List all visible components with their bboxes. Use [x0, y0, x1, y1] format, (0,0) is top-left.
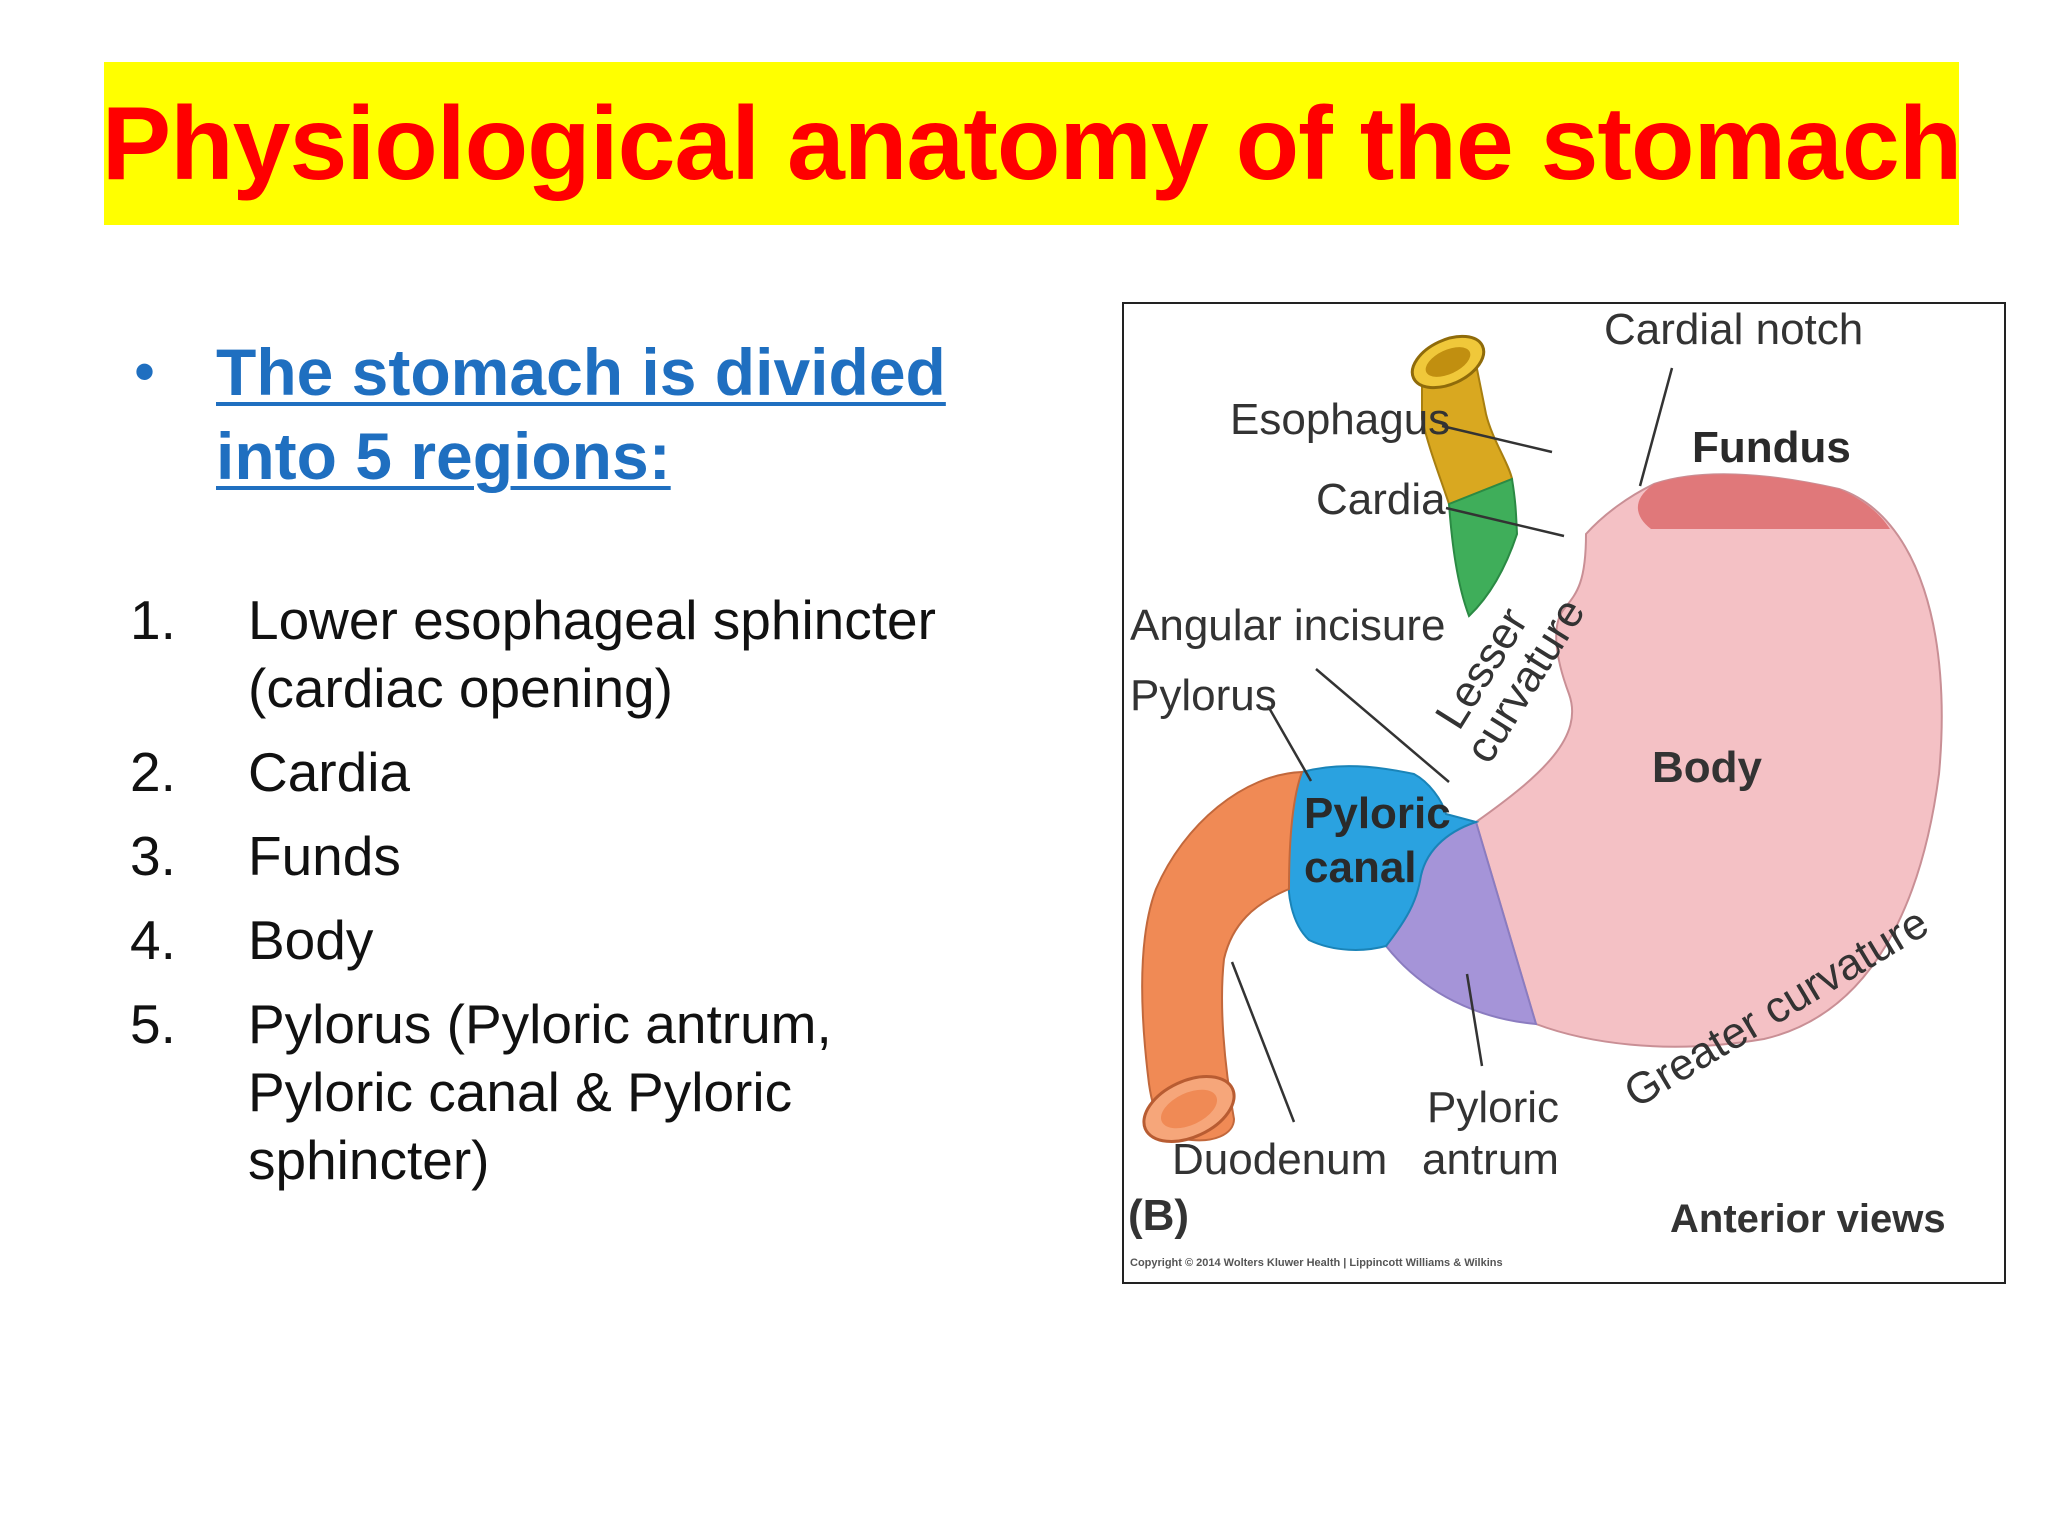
- bullet-text: The stomach is divided into 5 regions:: [216, 330, 946, 498]
- leader-duodenum: [1230, 961, 1296, 1123]
- title-banner: Physiological anatomy of the stomach: [101, 62, 1963, 225]
- region-item: 2. Cardia: [130, 738, 1030, 806]
- bullet-text-line: into 5 regions:: [216, 419, 671, 493]
- slide-title: Physiological anatomy of the stomach: [101, 85, 1963, 202]
- label-cardial-notch: Cardial notch: [1604, 305, 1863, 354]
- region-label: Lower esophageal sphincter (cardiac open…: [248, 586, 1030, 722]
- region-label-line: Pylorus (Pyloric antrum,: [248, 993, 832, 1055]
- region-label-line: sphincter): [248, 1129, 490, 1191]
- region-label: Cardia: [248, 741, 411, 803]
- label-anterior-views: Anterior views: [1670, 1197, 1946, 1241]
- leader-cardial-notch: [1638, 367, 1674, 487]
- region-label: Pylorus (Pyloric antrum, Pyloric canal &…: [248, 990, 1030, 1194]
- region-label-line: Lower esophageal sphincter: [248, 589, 936, 651]
- region-label-line: Pyloric canal & Pyloric: [248, 1061, 793, 1123]
- label-fundus: Fundus: [1692, 423, 1851, 472]
- label-duodenum: Duodenum: [1172, 1135, 1387, 1184]
- duodenum-region: [1141, 770, 1304, 1142]
- duodenum-lumen: [1160, 1089, 1218, 1129]
- leader-esophagus: [1441, 424, 1553, 454]
- region-item: 3. Funds: [130, 822, 1030, 890]
- stomach-figure: Cardial notch Esophagus Cardia Fundus An…: [1122, 302, 2006, 1284]
- body-region: [1474, 473, 1943, 1048]
- region-label: Body: [248, 909, 374, 971]
- bullet-text-line: The stomach is divided: [216, 335, 946, 409]
- label-pyloric-antrum-line2: antrum: [1422, 1135, 1559, 1184]
- region-item: 1. Lower esophageal sphincter (cardiac o…: [130, 586, 1030, 722]
- label-pyloric-canal-line1: Pyloric: [1304, 789, 1451, 838]
- region-list: 1. Lower esophageal sphincter (cardiac o…: [130, 586, 1030, 1210]
- stomach-diagram: Cardial notch Esophagus Cardia Fundus An…: [1128, 305, 1946, 1269]
- label-panel: (B): [1128, 1191, 1189, 1240]
- region-label-line: (cardiac opening): [248, 657, 673, 719]
- region-label: Funds: [248, 825, 401, 887]
- region-item: 5. Pylorus (Pyloric antrum, Pyloric cana…: [130, 990, 1030, 1194]
- region-number: 4.: [130, 909, 176, 971]
- region-item: 4. Body: [130, 906, 1030, 974]
- leader-pylorus: [1266, 705, 1313, 782]
- esophagus-lumen: [1425, 347, 1471, 377]
- fundus-region: [1637, 474, 1890, 529]
- region-number: 2.: [130, 741, 176, 803]
- label-angular-incisure: Angular incisure: [1130, 601, 1446, 650]
- label-body: Body: [1652, 743, 1763, 792]
- label-copyright: Copyright © 2014 Wolters Kluwer Health |…: [1130, 1257, 1503, 1269]
- label-esophagus: Esophagus: [1230, 395, 1450, 444]
- leader-pyloric-antrum: [1465, 973, 1484, 1067]
- leader-angular-incisure: [1315, 668, 1450, 783]
- label-cardia: Cardia: [1316, 475, 1446, 524]
- region-number: 5.: [130, 993, 176, 1055]
- bullet-dot-icon: •: [134, 338, 156, 405]
- label-pyloric-antrum-line1: Pyloric: [1427, 1083, 1559, 1132]
- bullet-point: • The stomach is divided into 5 regions:: [130, 330, 1030, 498]
- cardia-region: [1447, 477, 1519, 618]
- leader-cardia: [1445, 506, 1565, 538]
- region-number: 1.: [130, 589, 176, 651]
- label-pyloric-canal-line2: canal: [1304, 843, 1417, 892]
- region-number: 3.: [130, 825, 176, 887]
- label-pylorus: Pylorus: [1130, 671, 1277, 720]
